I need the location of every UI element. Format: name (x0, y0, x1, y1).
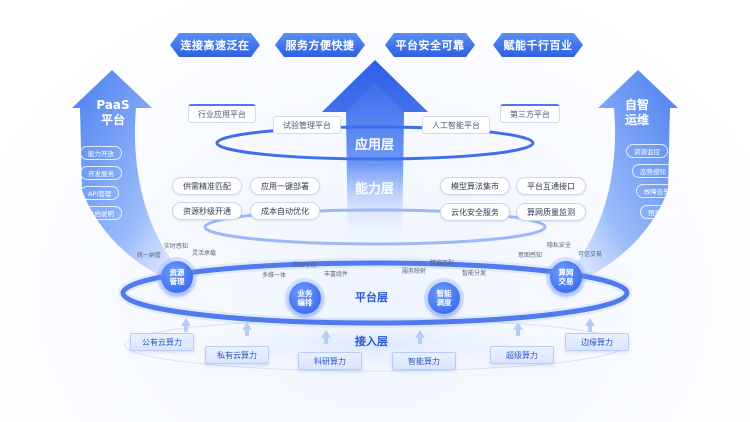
capability-item: 应用一键部署 (250, 177, 320, 195)
paas-item: 开发服务 (80, 166, 122, 180)
access-item: 边缘算力 (565, 333, 629, 351)
capability-item: 供需精准匹配 (172, 177, 242, 195)
node-sub: 丰富组件 (324, 271, 349, 278)
access-connectors (181, 318, 595, 344)
goal-empowerment: 赋能千行百业 (493, 33, 583, 57)
floor-glow (105, 307, 645, 383)
central-arrow (322, 60, 428, 250)
capability-item: 算网质量监测 (516, 203, 586, 221)
paas-item: 能力开放 (80, 146, 122, 160)
access-layer-label: 接入层 (355, 335, 388, 348)
capability-item: 云化安全服务 (440, 203, 510, 221)
capability-item: 成本自动优化 (250, 202, 320, 220)
access-item: 公有云算力 (130, 333, 194, 351)
node-resource-management: 资源管理 (161, 261, 193, 293)
ops-title: 自智 运维 (616, 98, 658, 128)
node-sub: 智能分发 (462, 270, 487, 277)
ops-title-line2: 运维 (624, 113, 649, 127)
ops-item: 态势感知 (632, 164, 674, 178)
access-item: 科研算力 (298, 352, 362, 370)
capability-item: 模型算法集市 (440, 177, 510, 195)
paas-title-line1: PaaS (96, 98, 130, 112)
node-sub: 精准匹配 (430, 260, 455, 267)
goal-security: 平台安全可靠 (385, 33, 475, 57)
node-sub: 多维一体 (262, 272, 287, 279)
application-layer-label: 应用层 (355, 138, 395, 153)
paas-title: PaaS 平台 (92, 98, 134, 128)
node-sub: 实时感知 (164, 243, 189, 250)
ops-item: 预测性维护 (640, 205, 689, 219)
ops-item: 故障告警 (636, 184, 678, 198)
left-side-arrow (72, 70, 200, 290)
right-side-arrow (550, 70, 678, 290)
paas-title-line2: 平台 (100, 113, 125, 127)
node-sub: 可信交易 (578, 251, 603, 258)
capability-item: 平台互通接口 (516, 177, 586, 195)
app-tag: 行业应用平台 (188, 104, 256, 123)
platform-ring (120, 260, 630, 326)
app-tag: 试验管理平台 (273, 116, 341, 134)
node-sub: 意图感知 (518, 252, 543, 259)
node-sub: 隐私安全 (547, 242, 572, 249)
node-computing-trading: 算网交易 (550, 261, 582, 293)
app-tag: 第三方平台 (500, 104, 560, 123)
paas-item: API管理 (80, 186, 120, 200)
node-sub: 灵活承载 (192, 250, 217, 257)
capability-ring (203, 208, 547, 246)
ops-title-line1: 自智 (624, 98, 649, 112)
access-item: 超级算力 (490, 346, 554, 364)
node-sub: 统一纳管 (137, 252, 162, 259)
access-item: 私有云算力 (205, 346, 269, 364)
application-ring (215, 125, 535, 161)
capability-layer-label: 能力层 (355, 182, 395, 197)
paas-item: 文档说明 (80, 206, 122, 220)
node-business-orchestration: 业务编排 (289, 282, 321, 314)
goal-service: 服务方便快捷 (275, 33, 365, 57)
node-sub: 服务映射 (402, 268, 427, 275)
capability-item: 资源秒级开通 (172, 202, 242, 220)
node-intelligent-scheduling: 智能调度 (428, 282, 460, 314)
node-sub: 界面可视 (292, 262, 317, 269)
platform-layer-label: 平台层 (355, 291, 388, 304)
goal-connectivity: 连接高速泛在 (170, 33, 260, 57)
access-item: 智能算力 (392, 352, 456, 370)
ops-item: 资源监控 (626, 144, 668, 158)
app-tag: 人工智能平台 (422, 116, 490, 134)
